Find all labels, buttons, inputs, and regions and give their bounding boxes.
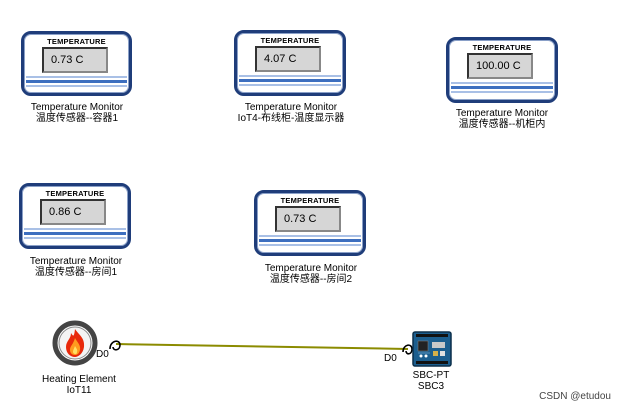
sbc-label: SBC-PT SBC3 — [413, 370, 450, 392]
stripe — [24, 232, 126, 235]
temperature-display: 4.07 C — [255, 46, 321, 72]
monitor-1-label: Temperature Monitor 温度传感器--容器1 — [31, 102, 123, 124]
device-name: Temperature Monitor — [29, 256, 123, 267]
monitor-title: TEMPERATURE — [260, 36, 320, 45]
monitor-5-label: Temperature Monitor 温度传感器--房间2 — [265, 263, 357, 285]
temperature-monitor-3[interactable]: TEMPERATURE 100.00 C — [446, 37, 558, 103]
connector-right — [402, 344, 413, 355]
stripe — [26, 85, 127, 87]
watermark: CSDN @etudou — [539, 391, 611, 402]
device-subtitle: 温度传感器--房间2 — [269, 274, 353, 285]
temperature-monitor-2[interactable]: TEMPERATURE 4.07 C — [234, 30, 346, 96]
temperature-value: 4.07 C — [264, 53, 297, 65]
device-subtitle: IoT4-布线柜-温度显示器 — [237, 113, 345, 124]
temperature-monitor-4[interactable]: TEMPERATURE 0.86 C — [19, 183, 131, 249]
temperature-display: 0.73 C — [42, 47, 108, 73]
stripe — [239, 75, 341, 77]
stripe — [451, 82, 553, 84]
temperature-display: 0.73 C — [275, 206, 341, 232]
temperature-display: 0.86 C — [40, 199, 106, 225]
stripe — [259, 239, 361, 242]
device-name: Heating Element — [42, 374, 116, 385]
device-subtitle: 温度传感器--机柜内 — [458, 119, 546, 130]
device-name: Temperature Monitor — [30, 102, 124, 113]
stripe — [239, 84, 341, 86]
device-name: Temperature Monitor — [455, 108, 549, 119]
monitor-4-label: Temperature Monitor 温度传感器--房间1 — [30, 256, 122, 278]
stripe — [239, 79, 341, 82]
temperature-display: 100.00 C — [467, 53, 533, 79]
stripe — [24, 237, 126, 239]
device-name: Temperature Monitor — [244, 102, 338, 113]
heating-element[interactable] — [52, 320, 98, 366]
stripe — [26, 76, 127, 78]
device-name: SBC-PT — [412, 370, 450, 381]
temperature-value: 0.73 C — [51, 54, 84, 66]
stripe — [259, 244, 361, 246]
monitor-title: TEMPERATURE — [472, 43, 532, 52]
monitor-2-label: Temperature Monitor IoT4-布线柜-温度显示器 — [238, 102, 345, 124]
stripe — [451, 86, 553, 89]
device-subtitle: SBC3 — [417, 381, 445, 392]
monitor-3-label: Temperature Monitor 温度传感器--机柜内 — [456, 108, 548, 130]
monitor-title: TEMPERATURE — [47, 37, 106, 46]
temperature-value: 0.86 C — [49, 206, 82, 218]
device-subtitle: IoT11 — [66, 385, 92, 396]
heating-element-port: D0 — [96, 349, 109, 360]
stripe — [451, 91, 553, 93]
circuit-board-icon — [412, 331, 452, 367]
stripe — [259, 235, 361, 237]
monitor-title: TEMPERATURE — [45, 189, 105, 198]
sbc-board[interactable] — [412, 331, 452, 367]
connector-left — [109, 340, 121, 351]
temperature-monitor-5[interactable]: TEMPERATURE 0.73 C — [254, 190, 366, 256]
device-subtitle: 温度传感器--容器1 — [35, 113, 119, 124]
sbc-port: D0 — [384, 353, 397, 364]
stripe — [24, 228, 126, 230]
device-name: Temperature Monitor — [264, 263, 358, 274]
temperature-value: 100.00 C — [476, 60, 521, 72]
temperature-value: 0.73 C — [284, 213, 317, 225]
monitor-title: TEMPERATURE — [280, 196, 340, 205]
temperature-monitor-1[interactable]: TEMPERATURE 0.73 C — [21, 31, 132, 96]
stripe — [26, 80, 127, 83]
cable-line — [115, 343, 409, 350]
heating-element-label: Heating Element IoT11 — [42, 374, 116, 396]
device-subtitle: 温度传感器--房间1 — [34, 267, 118, 278]
flame-icon — [52, 320, 98, 366]
